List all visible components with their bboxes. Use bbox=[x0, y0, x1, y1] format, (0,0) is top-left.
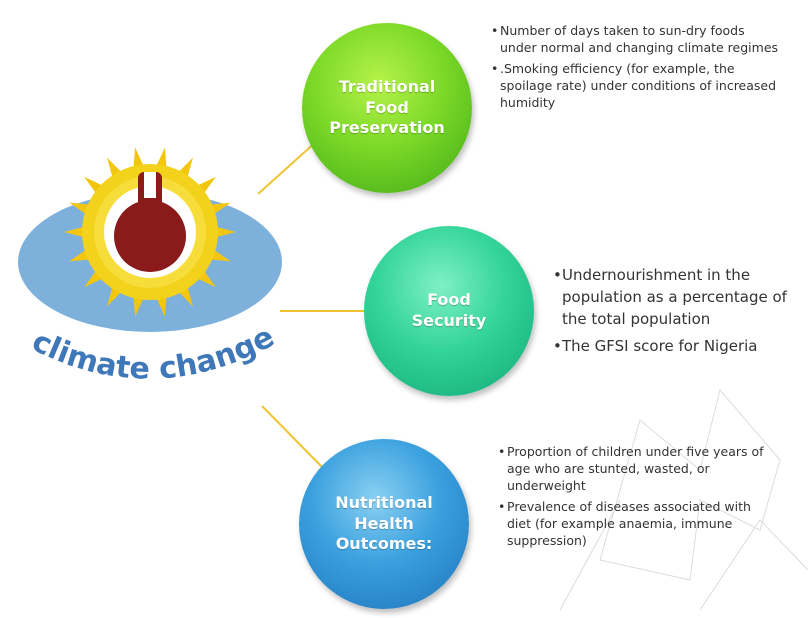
svg-text:climate change: climate change bbox=[27, 319, 281, 387]
bullet-item: Prevalence of diseases associated with d… bbox=[498, 498, 768, 549]
node-label: Nutritional Health Outcomes: bbox=[335, 492, 433, 554]
node-traditional-food-preservation: Traditional Food Preservation bbox=[302, 23, 472, 193]
sun-ray bbox=[133, 147, 145, 171]
logo-wordmark-text: climate change bbox=[27, 319, 281, 387]
bullets-traditional-food-preservation: Number of days taken to sun-dry foods un… bbox=[491, 22, 781, 115]
sun-ray bbox=[155, 147, 167, 171]
logo-thermometer-bulb bbox=[114, 200, 186, 272]
climate-change-logo bbox=[18, 147, 282, 332]
sun-ray bbox=[64, 226, 87, 238]
logo-wordmark: climate change bbox=[27, 319, 281, 387]
sun-ray bbox=[155, 293, 167, 317]
bullet-item: Proportion of children under five years … bbox=[498, 443, 768, 494]
sun-ray bbox=[133, 293, 145, 317]
node-label: Food Security bbox=[411, 290, 487, 330]
node-food-security: Food Security bbox=[364, 226, 534, 396]
connector-to-preservation bbox=[257, 139, 319, 195]
bullet-item: Number of days taken to sun-dry foods un… bbox=[491, 22, 781, 56]
node-label: Traditional Food Preservation bbox=[329, 76, 445, 138]
connector-to-health-outcomes bbox=[261, 405, 326, 471]
bullet-item: Undernourishment in the population as a … bbox=[553, 264, 805, 330]
sun-rays bbox=[64, 147, 236, 317]
bullet-item: .Smoking efficiency (for example, the sp… bbox=[491, 60, 781, 111]
bullet-item: The GFSI score for Nigeria bbox=[553, 335, 805, 357]
bullets-food-security: Undernourishment in the population as a … bbox=[553, 264, 805, 362]
node-nutritional-health-outcomes: Nutritional Health Outcomes: bbox=[299, 439, 469, 609]
sun-ray bbox=[213, 226, 236, 238]
bullets-nutritional-health-outcomes: Proportion of children under five years … bbox=[498, 443, 768, 553]
